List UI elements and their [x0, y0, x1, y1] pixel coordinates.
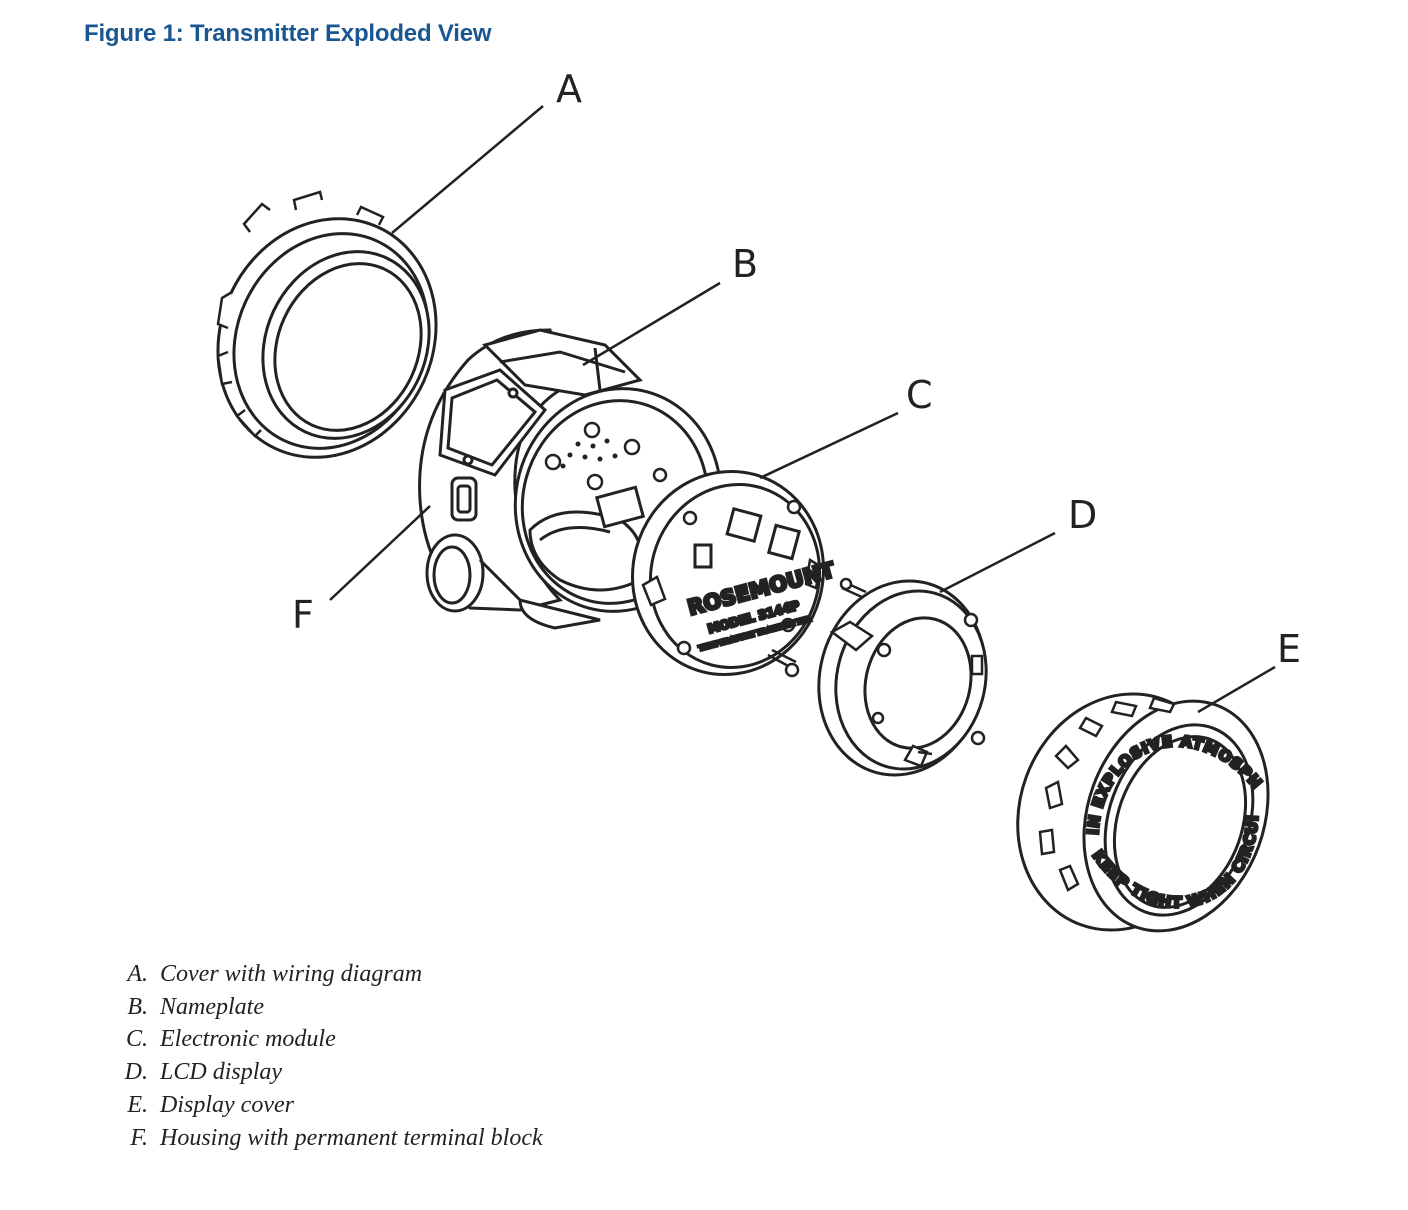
electronic-module: ROSEMOUNT MODEL 3144P TEMPERATURE TRANSM…	[631, 469, 867, 678]
callout-f: F	[292, 593, 314, 637]
legend-item: F. Housing with permanent terminal block	[110, 1122, 543, 1155]
legend-item: D. LCD display	[110, 1056, 543, 1089]
callout-e: E	[1277, 627, 1301, 671]
legend-text: Display cover	[160, 1092, 294, 1119]
housing	[418, 328, 723, 630]
legend-letter: F.	[130, 1124, 148, 1151]
leader-line-c	[759, 411, 899, 480]
legend-letter: E.	[127, 1092, 148, 1119]
legend-text: Electronic module	[160, 1026, 336, 1053]
legend-item: A. Cover with wiring diagram	[110, 958, 543, 991]
legend-item: E. Display cover	[110, 1089, 543, 1122]
legend-letter: D.	[124, 1059, 148, 1086]
leader-line-e	[1197, 665, 1276, 714]
legend-text: Nameplate	[160, 993, 264, 1020]
callout-a: A	[556, 67, 582, 111]
legend-text: Cover with wiring diagram	[160, 960, 423, 987]
legend-text: LCD display	[160, 1059, 283, 1086]
legend-letter: B.	[127, 993, 148, 1020]
callout-c: C	[906, 373, 933, 417]
leader-line-f	[329, 505, 431, 601]
legend-text: Housing with permanent terminal block	[160, 1124, 543, 1151]
legend-item: B. Nameplate	[110, 991, 543, 1024]
legend-letter: A.	[127, 960, 148, 987]
leader-lines	[329, 105, 1276, 714]
parts-legend: A.Cover with wiring diagram B.Nameplate …	[110, 958, 543, 1155]
callout-b: B	[732, 242, 758, 286]
wiring-cover	[216, 190, 438, 459]
callout-d: D	[1068, 493, 1097, 537]
lcd-display	[817, 579, 988, 777]
legend-letter: C.	[125, 1026, 148, 1053]
figure-title: Figure 1: Transmitter Exploded View	[84, 20, 492, 47]
leader-line-b	[582, 281, 721, 367]
leader-line-d	[939, 531, 1056, 594]
legend-item: C. Electronic module	[110, 1024, 543, 1057]
leader-line-a	[391, 105, 544, 234]
